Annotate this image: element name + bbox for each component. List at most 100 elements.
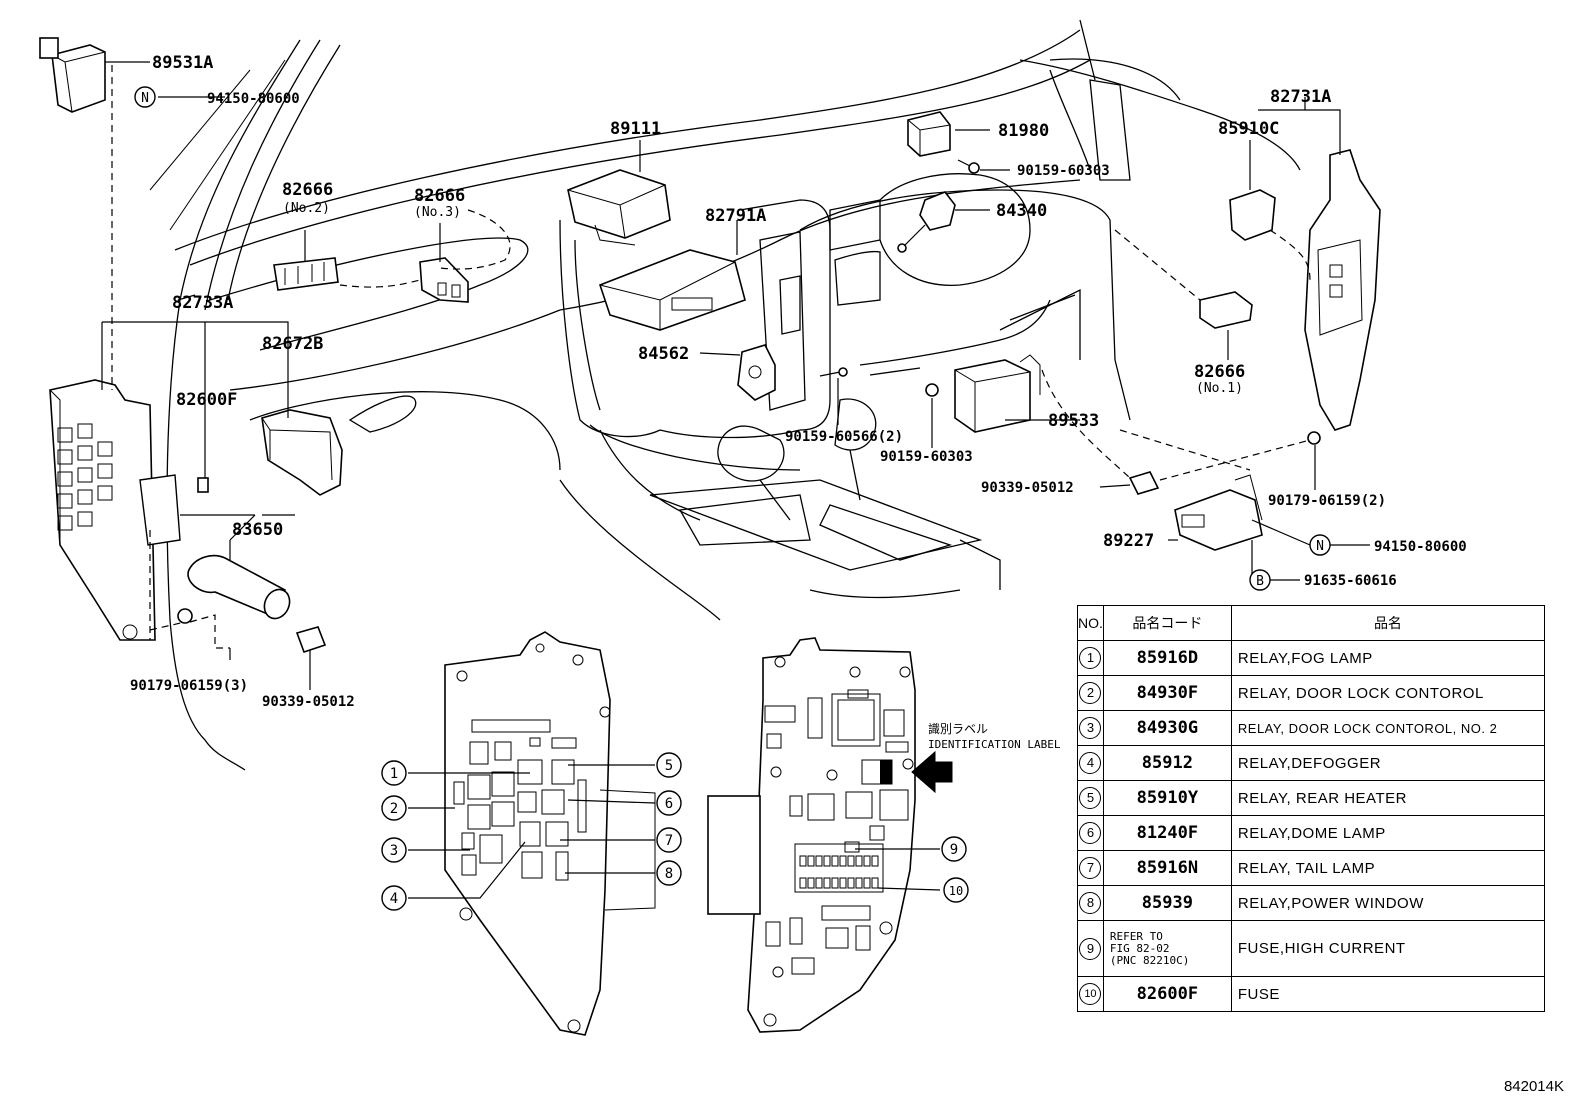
row-number: 1 <box>1079 647 1102 669</box>
label-82733A: 82733A <box>172 293 233 313</box>
label-identification-jp: 識別ラベル <box>928 722 988 736</box>
label-91635-60616: 91635-60616 <box>1304 573 1397 589</box>
table-header-row: NO. 品名コード 品名 <box>1077 605 1546 641</box>
svg-text:N: N <box>141 91 149 106</box>
refer-line-3: (PNC 82210C) <box>1109 953 1190 967</box>
part-name: RELAY, REAR HEATER <box>1230 780 1546 816</box>
part-code: 84930G <box>1102 710 1232 746</box>
label-82600F: 82600F <box>176 390 237 410</box>
row-number: 5 <box>1079 787 1102 809</box>
svg-text:N: N <box>1316 539 1324 554</box>
table-row: 3 84930G RELAY, DOOR LOCK CONTOROL, NO. … <box>1077 710 1546 746</box>
part-82791A-ecu <box>599 249 746 331</box>
label-82666-no3-sub: (No.3) <box>414 205 461 220</box>
label-89533: 89533 <box>1048 411 1099 431</box>
label-90159-60566: 90159-60566(2) <box>785 429 903 445</box>
part-code: 82600F <box>1102 976 1232 1012</box>
part-89227-module <box>1174 474 1263 551</box>
figure-id: 842014K <box>1503 1078 1564 1095</box>
callout-8: 8 <box>656 860 682 886</box>
part-82666-no1-connector <box>1199 291 1253 329</box>
label-90159-60303-mid: 90159-60303 <box>880 449 973 465</box>
label-90159-60303-top: 90159-60303 <box>1017 163 1110 179</box>
svg-text:6: 6 <box>665 796 673 812</box>
part-code: 81240F <box>1102 815 1232 851</box>
part-89531A-relay <box>39 37 106 113</box>
part-code: 85910Y <box>1102 780 1232 816</box>
table-row: 9 REFER TO FIG 82-02 (PNC 82210C) FUSE,H… <box>1077 920 1546 977</box>
table-row: 4 85912 RELAY,DEFOGGER <box>1077 745 1546 781</box>
part-83650-cylinder <box>187 554 291 620</box>
label-82672B: 82672B <box>262 334 323 354</box>
row-number: 9 <box>1079 937 1102 960</box>
table-row: 6 81240F RELAY,DOME LAMP <box>1077 815 1546 851</box>
part-nut-90159-60303-mid <box>925 383 939 397</box>
refer-line-1: REFER TO <box>1109 929 1163 943</box>
svg-text:1: 1 <box>390 766 398 782</box>
identification-arrow <box>911 750 953 794</box>
part-name: RELAY,POWER WINDOW <box>1230 885 1546 921</box>
part-89111-module <box>567 169 671 246</box>
label-89111: 89111 <box>610 119 661 139</box>
header-no: NO. <box>1077 605 1104 641</box>
callout-5: 5 <box>656 752 682 778</box>
table-row: 2 84930F RELAY, DOOR LOCK CONTOROL <box>1077 675 1546 711</box>
parts-table: NO. 品名コード 品名 1 85916D RELAY,FOG LAMP 2 8… <box>1077 605 1546 1012</box>
callout-N-right: N <box>1309 534 1331 556</box>
part-90339-05012-right-cap <box>1128 471 1160 495</box>
row-number: 3 <box>1079 717 1102 739</box>
part-81980-connector <box>907 111 951 157</box>
part-82666-no3-connector <box>419 257 469 303</box>
part-82600F-fuse <box>197 477 209 493</box>
svg-text:8: 8 <box>665 866 673 882</box>
table-row: 5 85910Y RELAY, REAR HEATER <box>1077 780 1546 816</box>
part-name: RELAY,DEFOGGER <box>1230 745 1546 781</box>
part-bolt-90159-60566 <box>819 367 848 377</box>
part-90339-05012-left-cap <box>295 626 327 654</box>
row-number: 10 <box>1079 983 1102 1005</box>
header-name: 品名 <box>1230 605 1546 641</box>
label-82666-no3: 82666 <box>414 186 465 206</box>
svg-text:7: 7 <box>665 833 673 849</box>
callout-9: 9 <box>941 836 967 862</box>
part-bolt-90159-60303-top <box>957 159 980 174</box>
part-82666-no2-connector <box>273 257 339 291</box>
part-name: RELAY, DOOR LOCK CONTOROL <box>1230 675 1546 711</box>
part-name: RELAY,DOME LAMP <box>1230 815 1546 851</box>
svg-text:9: 9 <box>950 842 958 858</box>
part-code: 85912 <box>1102 745 1232 781</box>
header-code: 品名コード <box>1102 605 1232 641</box>
label-89531A: 89531A <box>152 53 213 73</box>
label-89227: 89227 <box>1103 531 1154 551</box>
svg-text:5: 5 <box>665 758 673 774</box>
part-nut-90179-06159-right <box>1307 431 1321 445</box>
label-90179-06159-2: 90179-06159(2) <box>1268 493 1386 509</box>
svg-text:3: 3 <box>390 843 398 859</box>
callout-7: 7 <box>656 827 682 853</box>
label-82666-no1-sub: (No.1) <box>1196 381 1243 396</box>
label-82731A: 82731A <box>1270 87 1331 107</box>
svg-text:2: 2 <box>390 801 398 817</box>
callout-4: 4 <box>381 885 407 911</box>
label-82791A: 82791A <box>705 206 766 226</box>
label-90179-06159-3: 90179-06159(3) <box>130 678 248 694</box>
part-code: 84930F <box>1102 675 1232 711</box>
part-labels: 89531A 94150-80600 82666 (No.2) 82666 (N… <box>130 53 1467 751</box>
label-83650: 83650 <box>232 520 283 540</box>
part-82731A-junction-block <box>1304 149 1381 431</box>
part-name: RELAY, DOOR LOCK CONTOROL, NO. 2 <box>1230 710 1546 746</box>
table-row: 8 85939 RELAY,POWER WINDOW <box>1077 885 1546 921</box>
table-row: 1 85916D RELAY,FOG LAMP <box>1077 640 1546 676</box>
callout-3: 3 <box>381 837 407 863</box>
part-82672B-bracket <box>261 409 343 496</box>
callout-circles: 1 2 3 4 5 6 7 8 9 10 N N B <box>134 86 1331 911</box>
junction-box-rear-view <box>707 637 916 1033</box>
row-number: 8 <box>1079 892 1102 914</box>
part-code: 85939 <box>1102 885 1232 921</box>
label-82666-no2: 82666 <box>282 180 333 200</box>
row-number: 7 <box>1079 857 1102 879</box>
part-name: FUSE,HIGH CURRENT <box>1230 920 1546 977</box>
part-code: 85916D <box>1102 640 1232 676</box>
row-number: 2 <box>1079 682 1102 704</box>
refer-line-2: FIG 82-02 <box>1109 941 1170 955</box>
